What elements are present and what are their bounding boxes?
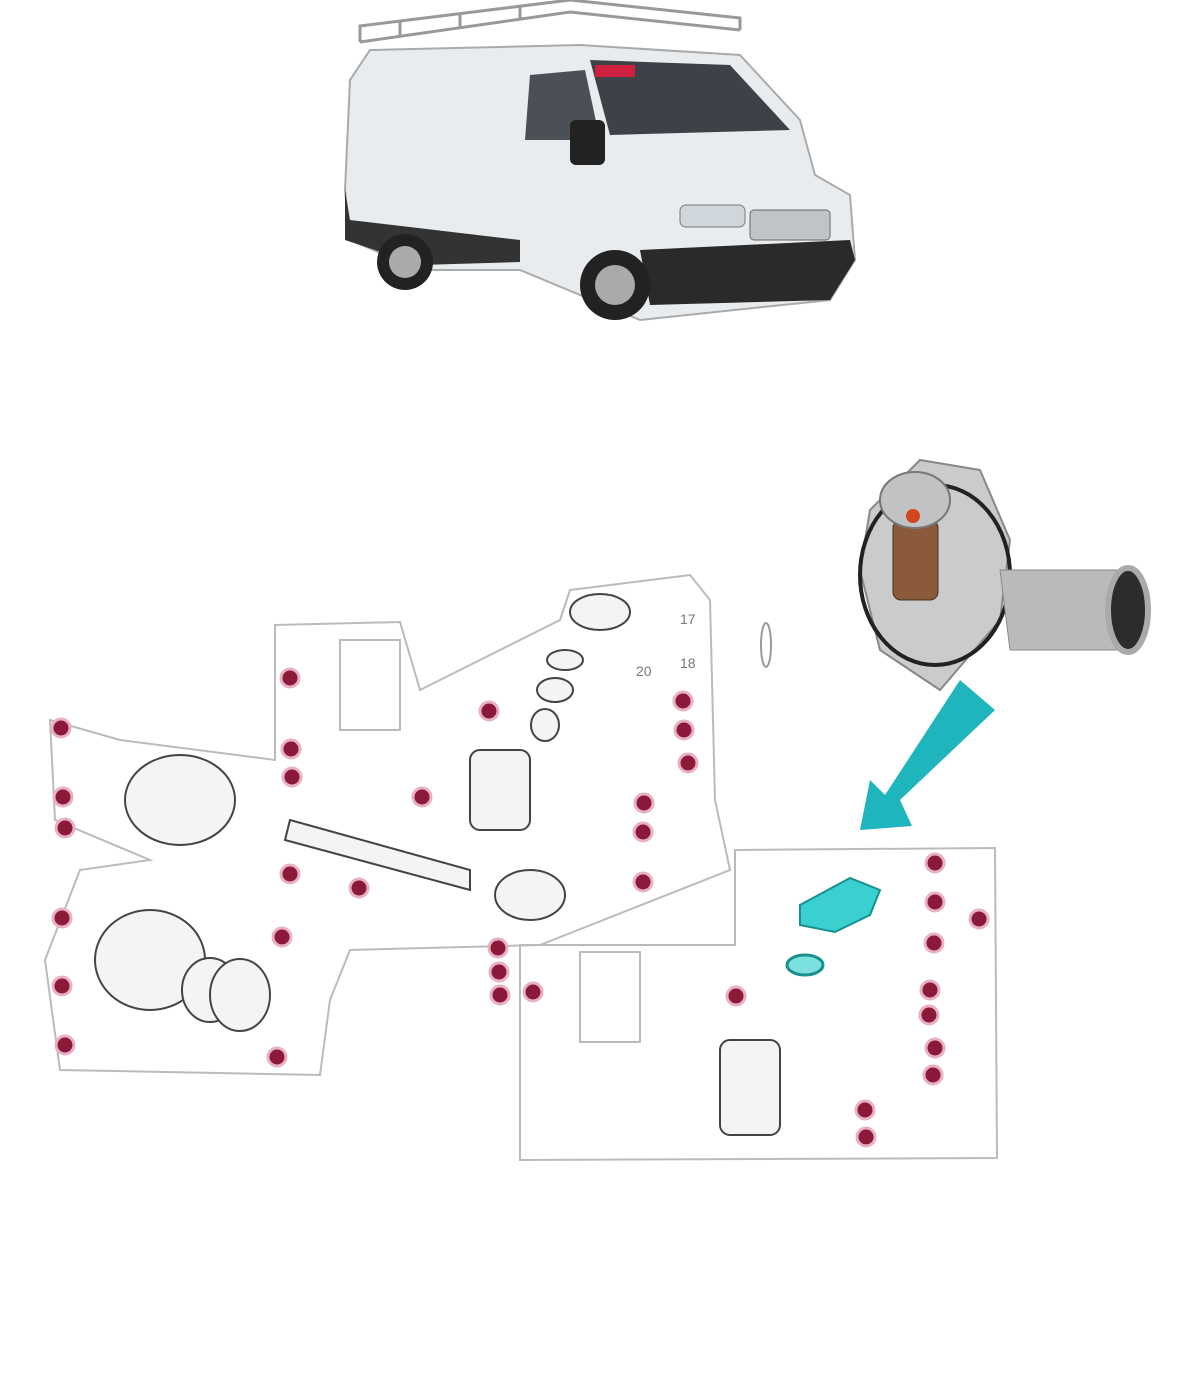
marker	[673, 719, 695, 741]
callout-20: 20	[636, 663, 652, 679]
marker	[522, 981, 544, 1003]
thermostat-housing	[469, 749, 531, 831]
marker	[348, 877, 370, 899]
marker	[855, 1126, 877, 1148]
marker	[924, 1037, 946, 1059]
gasket-18	[546, 649, 584, 671]
callout-18: 18	[680, 655, 696, 671]
highlighted-gasket	[785, 953, 825, 977]
marker	[54, 817, 76, 839]
marker	[918, 1004, 940, 1026]
marker	[672, 690, 694, 712]
marker	[632, 871, 654, 893]
reference-markers	[50, 667, 990, 1148]
marker	[923, 932, 945, 954]
spring-coil	[892, 519, 939, 601]
marker	[280, 738, 302, 760]
main-assembly-outline	[43, 573, 732, 1077]
grille	[749, 209, 831, 241]
windshield-sticker	[595, 65, 635, 77]
marker	[271, 926, 293, 948]
marker	[924, 891, 946, 913]
detail-thermostat-housing	[719, 1039, 781, 1136]
marker	[924, 852, 946, 874]
sealant-box	[339, 639, 401, 731]
highlighted-outlet-elbow	[799, 876, 882, 934]
marker	[51, 975, 73, 997]
marker	[279, 667, 301, 689]
marker	[266, 1046, 288, 1068]
side-mirror	[570, 120, 605, 165]
exploded-parts-diagram: 17 18 20	[43, 573, 999, 1162]
thermostat-product-image	[858, 458, 1151, 692]
o-ring	[209, 958, 271, 1032]
marker	[50, 717, 72, 739]
coolant-pipe	[283, 818, 471, 892]
marker	[919, 979, 941, 1001]
detail-panel-outline	[519, 846, 999, 1162]
outlet-elbow	[569, 593, 631, 631]
valve-pin	[906, 509, 920, 523]
marker	[54, 1034, 76, 1056]
callout-17: 17	[680, 611, 696, 627]
roof-rack	[358, 0, 742, 44]
arrow-pointer-icon	[860, 680, 995, 830]
marker	[51, 907, 73, 929]
marker	[487, 937, 509, 959]
marker	[478, 700, 500, 722]
detail-sealant-box	[579, 951, 641, 1043]
marker	[488, 961, 510, 983]
marker	[52, 786, 74, 808]
marker	[281, 766, 303, 788]
marker	[854, 1099, 876, 1121]
thermostat-part	[530, 708, 560, 742]
marker	[677, 752, 699, 774]
hose-elbow	[494, 869, 566, 921]
marker	[632, 821, 654, 843]
headlight	[679, 204, 746, 228]
marker	[725, 985, 747, 1007]
marker	[633, 792, 655, 814]
marker	[411, 786, 433, 808]
gasket-20	[536, 677, 574, 703]
marker	[922, 1064, 944, 1086]
marker	[279, 863, 301, 885]
front-bumper	[640, 240, 855, 305]
marker	[489, 984, 511, 1006]
van-image	[343, 0, 857, 322]
loose-ring	[760, 622, 772, 668]
water-pump-part	[124, 754, 236, 846]
marker	[968, 908, 990, 930]
